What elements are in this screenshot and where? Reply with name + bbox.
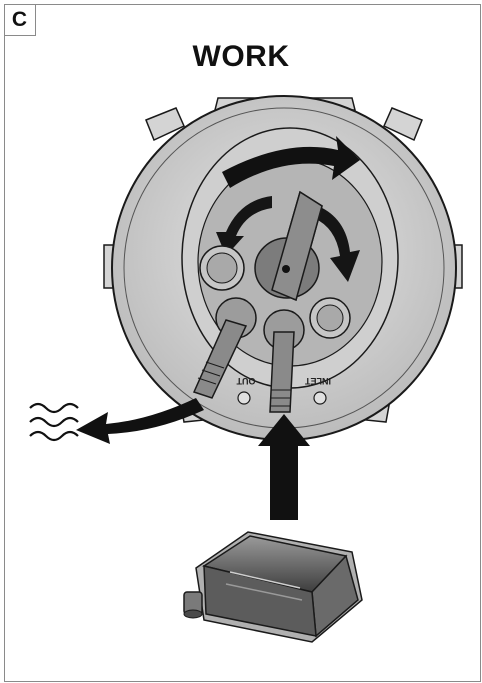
knob-center-dot <box>282 265 290 273</box>
water-waves-icon <box>30 404 78 440</box>
inlet-hose <box>270 332 294 412</box>
inlet-indicator <box>314 392 326 404</box>
out-indicator <box>238 392 250 404</box>
inlet-label: INLET <box>304 376 331 386</box>
out-label: OUT <box>236 376 256 386</box>
air-pump <box>184 532 362 642</box>
